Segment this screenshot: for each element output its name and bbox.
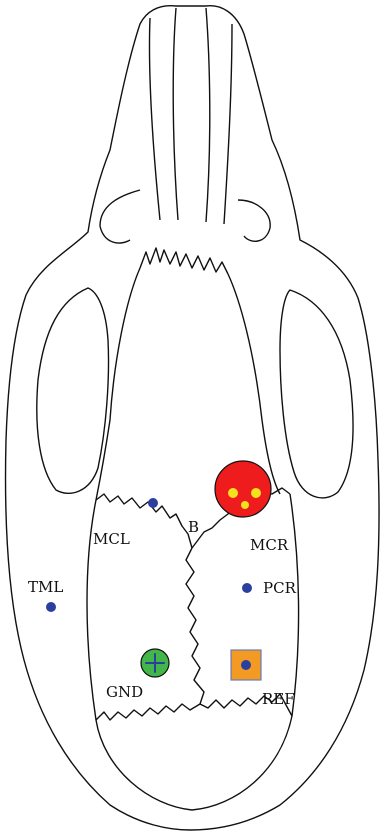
gnd-marker (141, 649, 169, 677)
label-ref: REF (262, 690, 295, 708)
ref-marker (231, 650, 261, 680)
frontal-left-edge (96, 268, 140, 500)
ref-electrode (241, 660, 251, 670)
occipital-outline (96, 716, 292, 810)
label-tml: TML (28, 578, 63, 596)
label-pcr: PCR (263, 579, 297, 597)
electrode-tml (46, 602, 56, 612)
implant-circle (215, 461, 271, 517)
skull-outline (6, 6, 380, 830)
nasal-suture-left (149, 18, 160, 220)
electrode-pcr (242, 583, 252, 593)
nasal-suture-right (206, 8, 210, 222)
label-b: B (188, 518, 199, 536)
parietal-right-border (290, 494, 299, 716)
skull-outer-contour (6, 6, 380, 830)
implant-dot-left (228, 488, 238, 498)
implant-dot-right (251, 488, 261, 498)
nasal-suture-right2 (224, 24, 232, 224)
frontonasal-suture (140, 248, 228, 274)
implant-marker (215, 461, 271, 517)
nasal-suture-mid (173, 8, 178, 220)
label-gnd: GND (106, 683, 143, 701)
sagittal-suture (186, 548, 204, 704)
zygomatic-arch-left (37, 288, 109, 493)
label-mcr: MCR (250, 536, 289, 554)
implant-dot-bottom (241, 501, 249, 509)
premaxilla-left (100, 190, 140, 243)
frontal-right-edge (228, 274, 280, 494)
label-mcl: MCL (93, 530, 130, 548)
zygomatic-arch-right (280, 290, 353, 498)
electrode-mcl (148, 498, 158, 508)
premaxilla-right (238, 200, 270, 241)
